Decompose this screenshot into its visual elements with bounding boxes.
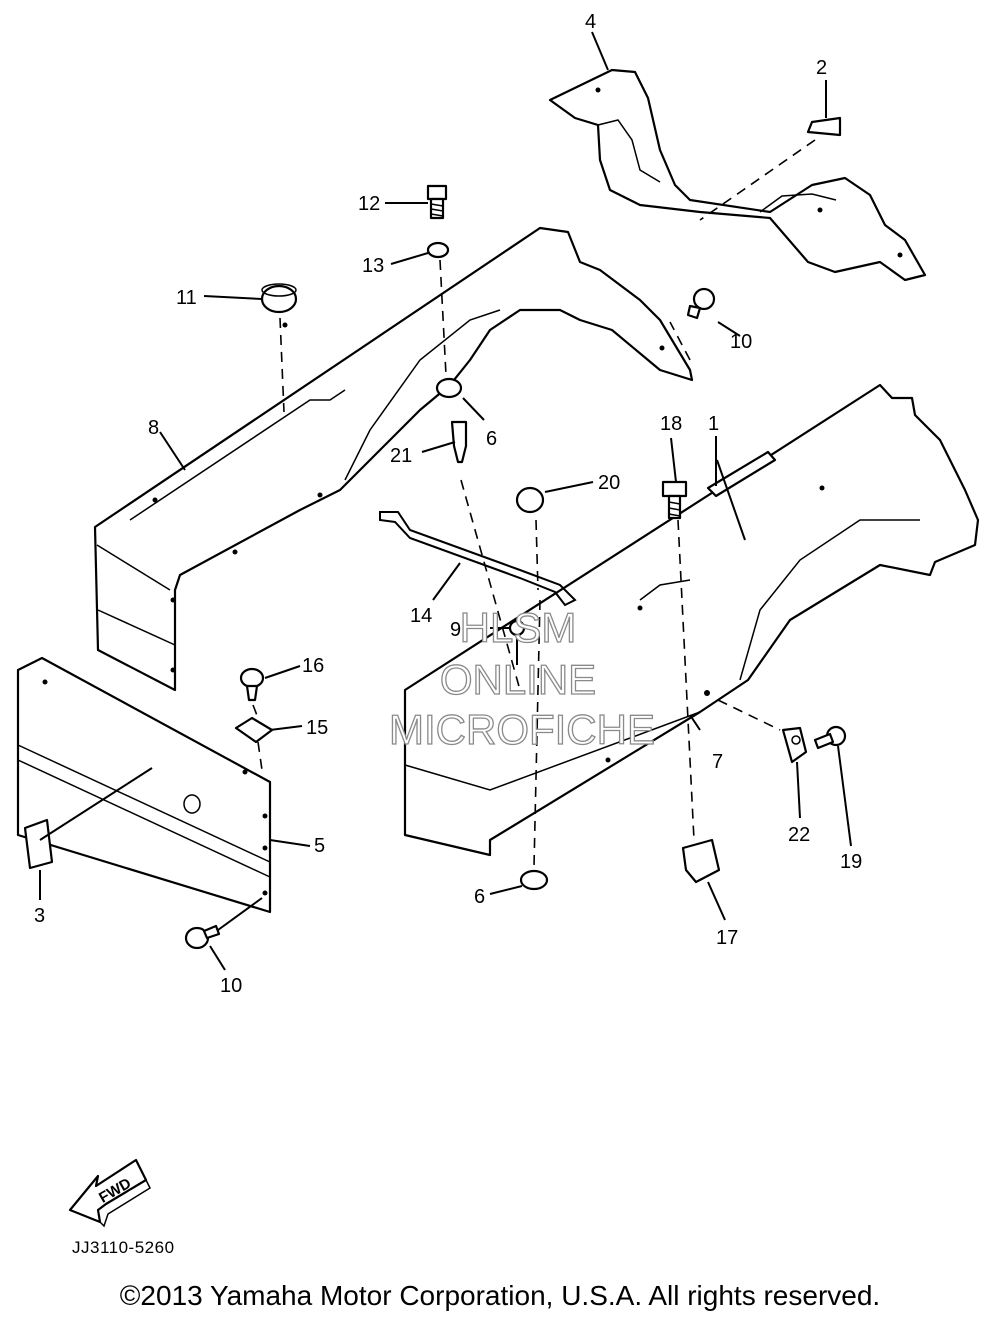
- part-3-label: [23, 818, 54, 870]
- part-22-bracket: [781, 726, 808, 764]
- part-13-washer: [426, 241, 450, 259]
- callout-14: 14: [410, 605, 432, 627]
- callout-18: 18: [660, 413, 682, 435]
- part-7-side-panel-right: [403, 383, 980, 857]
- part-6-grommet-upper: [435, 377, 463, 399]
- part-12-bolt: [426, 184, 448, 220]
- callout-2: 2: [816, 57, 827, 79]
- part-20-grommet: [515, 486, 545, 514]
- callout-5: 5: [314, 835, 325, 857]
- callout-10-lower: 10: [220, 975, 242, 997]
- part-15-nut-plate: [234, 716, 274, 744]
- leader-lines: [39, 31, 852, 971]
- part-5-rear-panel: [16, 656, 272, 914]
- callout-12: 12: [358, 193, 380, 215]
- callout-4: 4: [585, 11, 596, 33]
- part-10-rivet-lower: [184, 924, 221, 950]
- watermark-line-3: MICROFICHE: [389, 706, 655, 753]
- callout-19: 19: [840, 851, 862, 873]
- callout-6-lower: 6: [474, 886, 485, 908]
- part-11-cap: [260, 283, 298, 314]
- callout-22: 22: [788, 824, 810, 846]
- part-18-bolt: [661, 480, 688, 520]
- watermark-line-1: HLSM: [460, 604, 577, 651]
- part-4-cover: [548, 68, 927, 282]
- callout-11: 11: [176, 287, 197, 309]
- callout-9: 9: [450, 619, 461, 641]
- part-19-bolt: [813, 725, 847, 750]
- callout-7: 7: [712, 751, 723, 773]
- copyright-notice: ©2013 Yamaha Motor Corporation, U.S.A. A…: [119, 1280, 881, 1311]
- callout-21: 21: [390, 445, 412, 467]
- watermark: HLSM ONLINE MICROFICHE: [388, 603, 655, 753]
- callout-17: 17: [716, 927, 738, 949]
- callout-16: 16: [302, 655, 324, 677]
- part-21-clip: [450, 420, 468, 464]
- callout-10-upper: 10: [730, 331, 752, 353]
- part-8-side-panel-left: [93, 226, 694, 692]
- callout-20: 20: [598, 472, 620, 494]
- part-14-rod: [379, 511, 577, 607]
- callout-8: 8: [148, 417, 159, 439]
- callout-15: 15: [306, 717, 328, 739]
- callout-3: 3: [34, 905, 45, 927]
- callout-1: 1: [708, 413, 719, 435]
- callout-6-upper: 6: [486, 428, 497, 450]
- watermark-line-2: ONLINE: [440, 656, 596, 703]
- drawing-code: JJ3110-5260: [72, 1238, 175, 1257]
- callout-13: 13: [362, 255, 384, 277]
- part-6-grommet-lower: [519, 869, 549, 891]
- part-16-rivet: [239, 667, 265, 702]
- fwd-arrow-icon: FWD: [68, 1158, 151, 1228]
- part-2-label: [806, 116, 842, 137]
- part-17-bracket: [681, 838, 721, 884]
- part-10-rivet-upper: [686, 287, 716, 320]
